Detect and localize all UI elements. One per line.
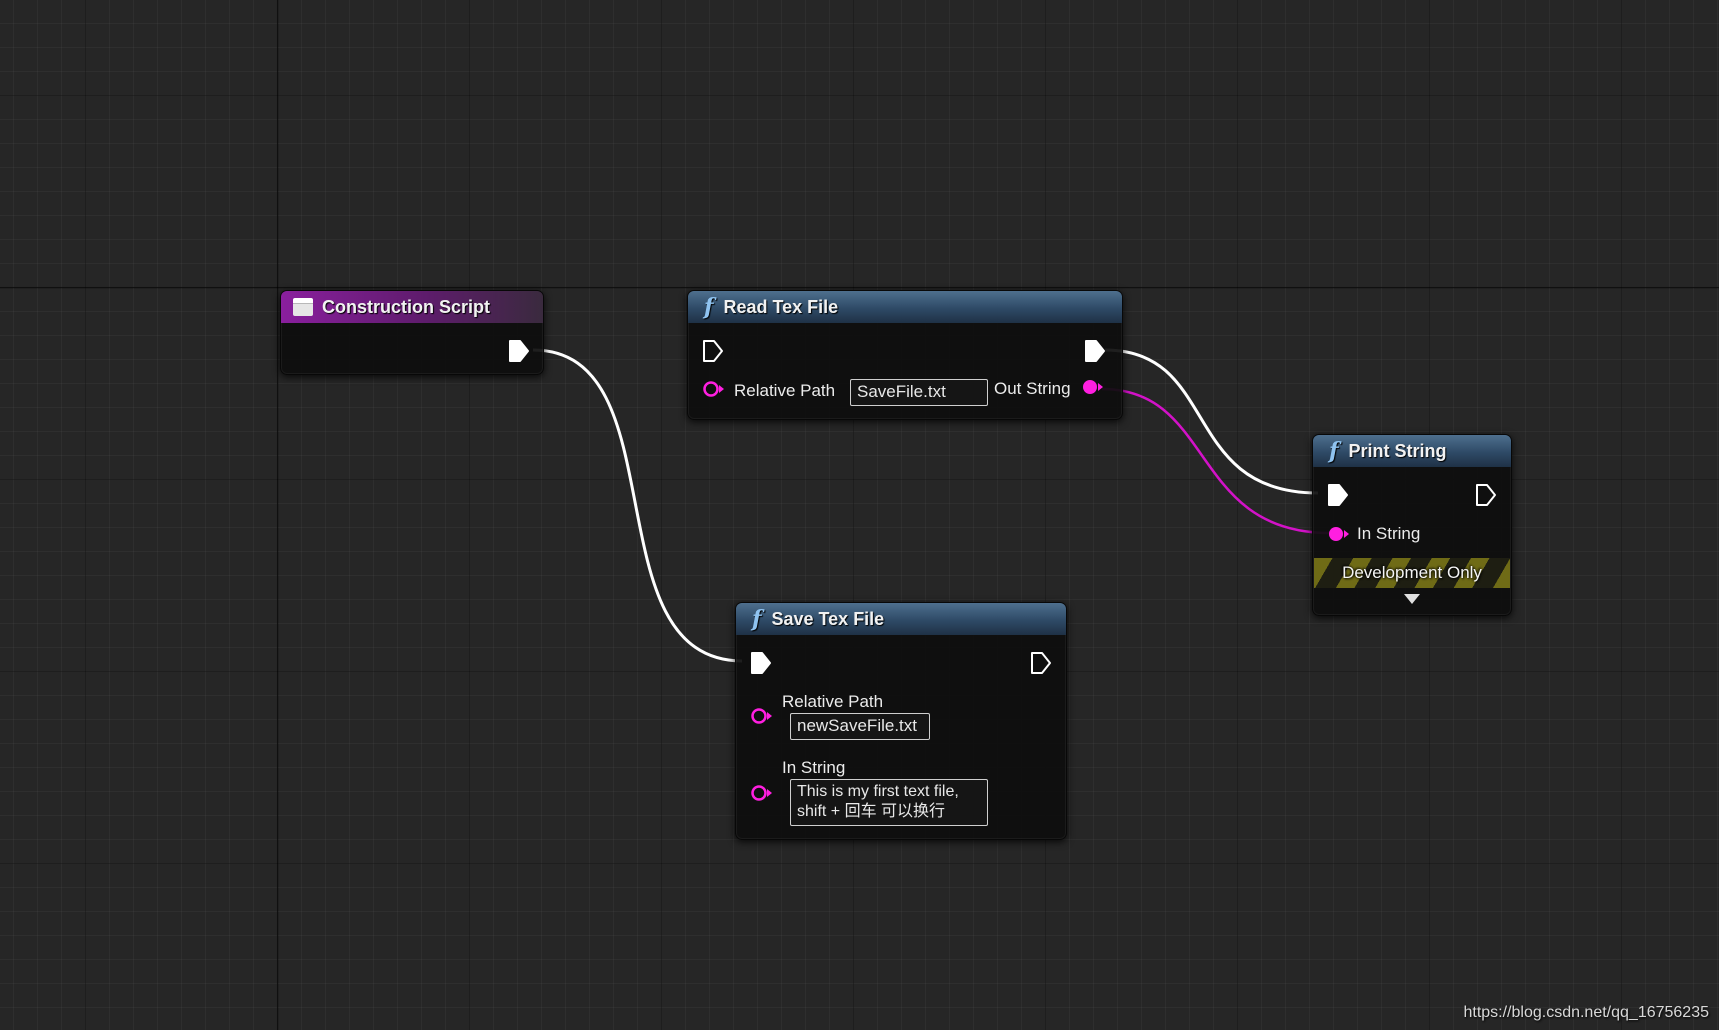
print-string-node[interactable]: f Print String In String Development Onl… [1312, 434, 1512, 616]
exec-in-pin[interactable] [750, 651, 772, 675]
relative-path-label: Relative Path [782, 692, 884, 711]
watermark: https://blog.csdn.net/qq_16756235 [1463, 1004, 1709, 1021]
function-icon: f [704, 294, 714, 320]
event-icon [293, 298, 313, 316]
node-title: Read Tex File [723, 296, 839, 317]
exec-out-pin[interactable] [1084, 339, 1106, 363]
relative-path-input[interactable]: newSaveFile.txt [790, 713, 930, 740]
in-string-input[interactable]: This is my first text file, shift + 回车 可… [790, 779, 988, 826]
exec-out-pin[interactable] [1475, 483, 1497, 507]
construction-script-header[interactable]: Construction Script [281, 291, 543, 323]
relative-path-pin[interactable] [750, 706, 774, 726]
relative-path-label: Relative Path [734, 381, 836, 400]
relative-path-input[interactable]: SaveFile.txt [850, 379, 988, 406]
relative-path-pin[interactable] [702, 379, 726, 399]
triangle-down-icon[interactable] [1403, 592, 1421, 606]
node-title: Save Tex File [771, 608, 885, 629]
out-string-pin[interactable] [1081, 377, 1105, 397]
node-title: Print String [1348, 440, 1447, 461]
development-only-banner: Development Only [1314, 558, 1510, 588]
save-tex-file-header[interactable]: f Save Tex File [736, 603, 1066, 635]
construction-script-node[interactable]: Construction Script [280, 290, 544, 375]
exec-in-pin[interactable] [702, 339, 724, 363]
in-string-label: In String [1357, 524, 1421, 543]
node-title: Construction Script [322, 296, 491, 317]
development-only-label: Development Only [1342, 563, 1482, 582]
exec-out-pin[interactable] [1030, 651, 1052, 675]
in-string-pin[interactable] [1327, 524, 1351, 544]
print-string-header[interactable]: f Print String [1313, 435, 1511, 467]
exec-out-pin[interactable] [508, 339, 530, 363]
save-tex-file-node[interactable]: f Save Tex File Relative Path newSaveFil… [735, 602, 1067, 840]
read-tex-file-node[interactable]: f Read Tex File Relative Path SaveFile.t… [687, 290, 1123, 420]
out-string-label: Out String [994, 379, 1071, 398]
in-string-line-1: This is my first text file, [797, 783, 959, 800]
in-string-line-2: shift + 回车 可以换行 [797, 803, 946, 820]
exec-in-pin[interactable] [1327, 483, 1349, 507]
in-string-pin[interactable] [750, 783, 774, 803]
function-icon: f [752, 606, 762, 632]
function-icon: f [1329, 438, 1339, 464]
read-tex-file-header[interactable]: f Read Tex File [688, 291, 1122, 323]
in-string-label: In String [782, 758, 846, 777]
